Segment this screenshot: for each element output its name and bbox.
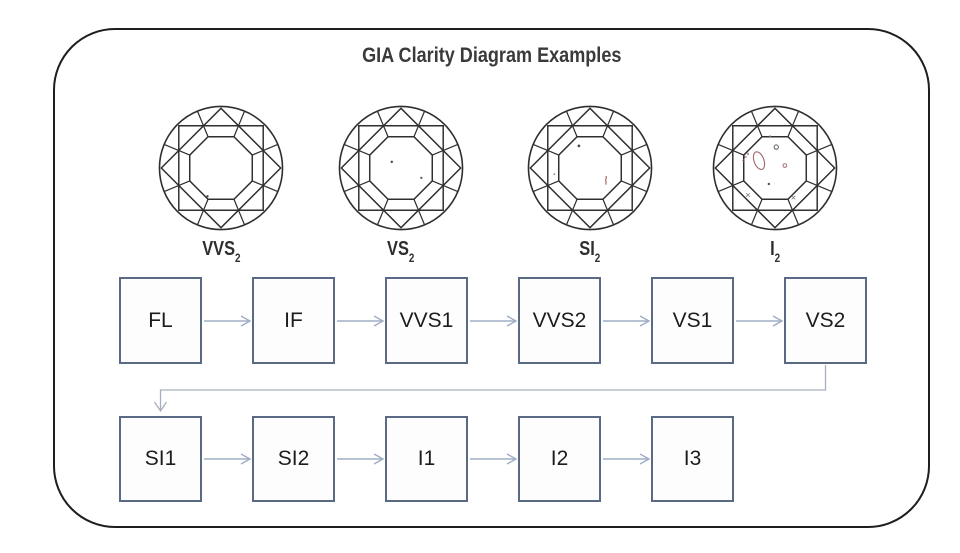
page-title: GIA Clarity Diagram Examples <box>361 44 622 67</box>
clarity-grade-box-i1: I1 <box>385 416 468 502</box>
diamond-figure-vvs2: VVS2 <box>151 104 291 265</box>
round-brilliant-plot <box>527 105 653 231</box>
diamond-figure-si2: SI2 <box>520 104 660 265</box>
clarity-grade-box-si1: SI1 <box>119 416 202 502</box>
clarity-grade-box-si2: SI2 <box>252 416 335 502</box>
clarity-grade-box-i2: I2 <box>518 416 601 502</box>
clarity-grade-box-vvs2: VVS2 <box>518 277 601 364</box>
clarity-grade-box-vs1: VS1 <box>651 277 734 364</box>
round-brilliant-plot <box>158 105 284 231</box>
diamond-figure-i2: I2 <box>705 104 845 265</box>
diamond-grade-label: I2 <box>769 238 781 265</box>
diamond-grade-label: SI2 <box>579 238 601 265</box>
round-brilliant-plot <box>338 105 464 231</box>
clarity-grade-box-i3: I3 <box>651 416 734 502</box>
diamond-grade-label: VS2 <box>387 238 415 265</box>
clarity-grade-box-vs2: VS2 <box>784 277 867 364</box>
clarity-grade-box-if: IF <box>252 277 335 364</box>
clarity-grade-box-fl: FL <box>119 277 202 364</box>
diamond-figure-vs2: VS2 <box>331 104 471 265</box>
round-brilliant-plot <box>712 105 838 231</box>
diamond-grade-label: VVS2 <box>201 238 241 265</box>
clarity-grade-box-vvs1: VVS1 <box>385 277 468 364</box>
